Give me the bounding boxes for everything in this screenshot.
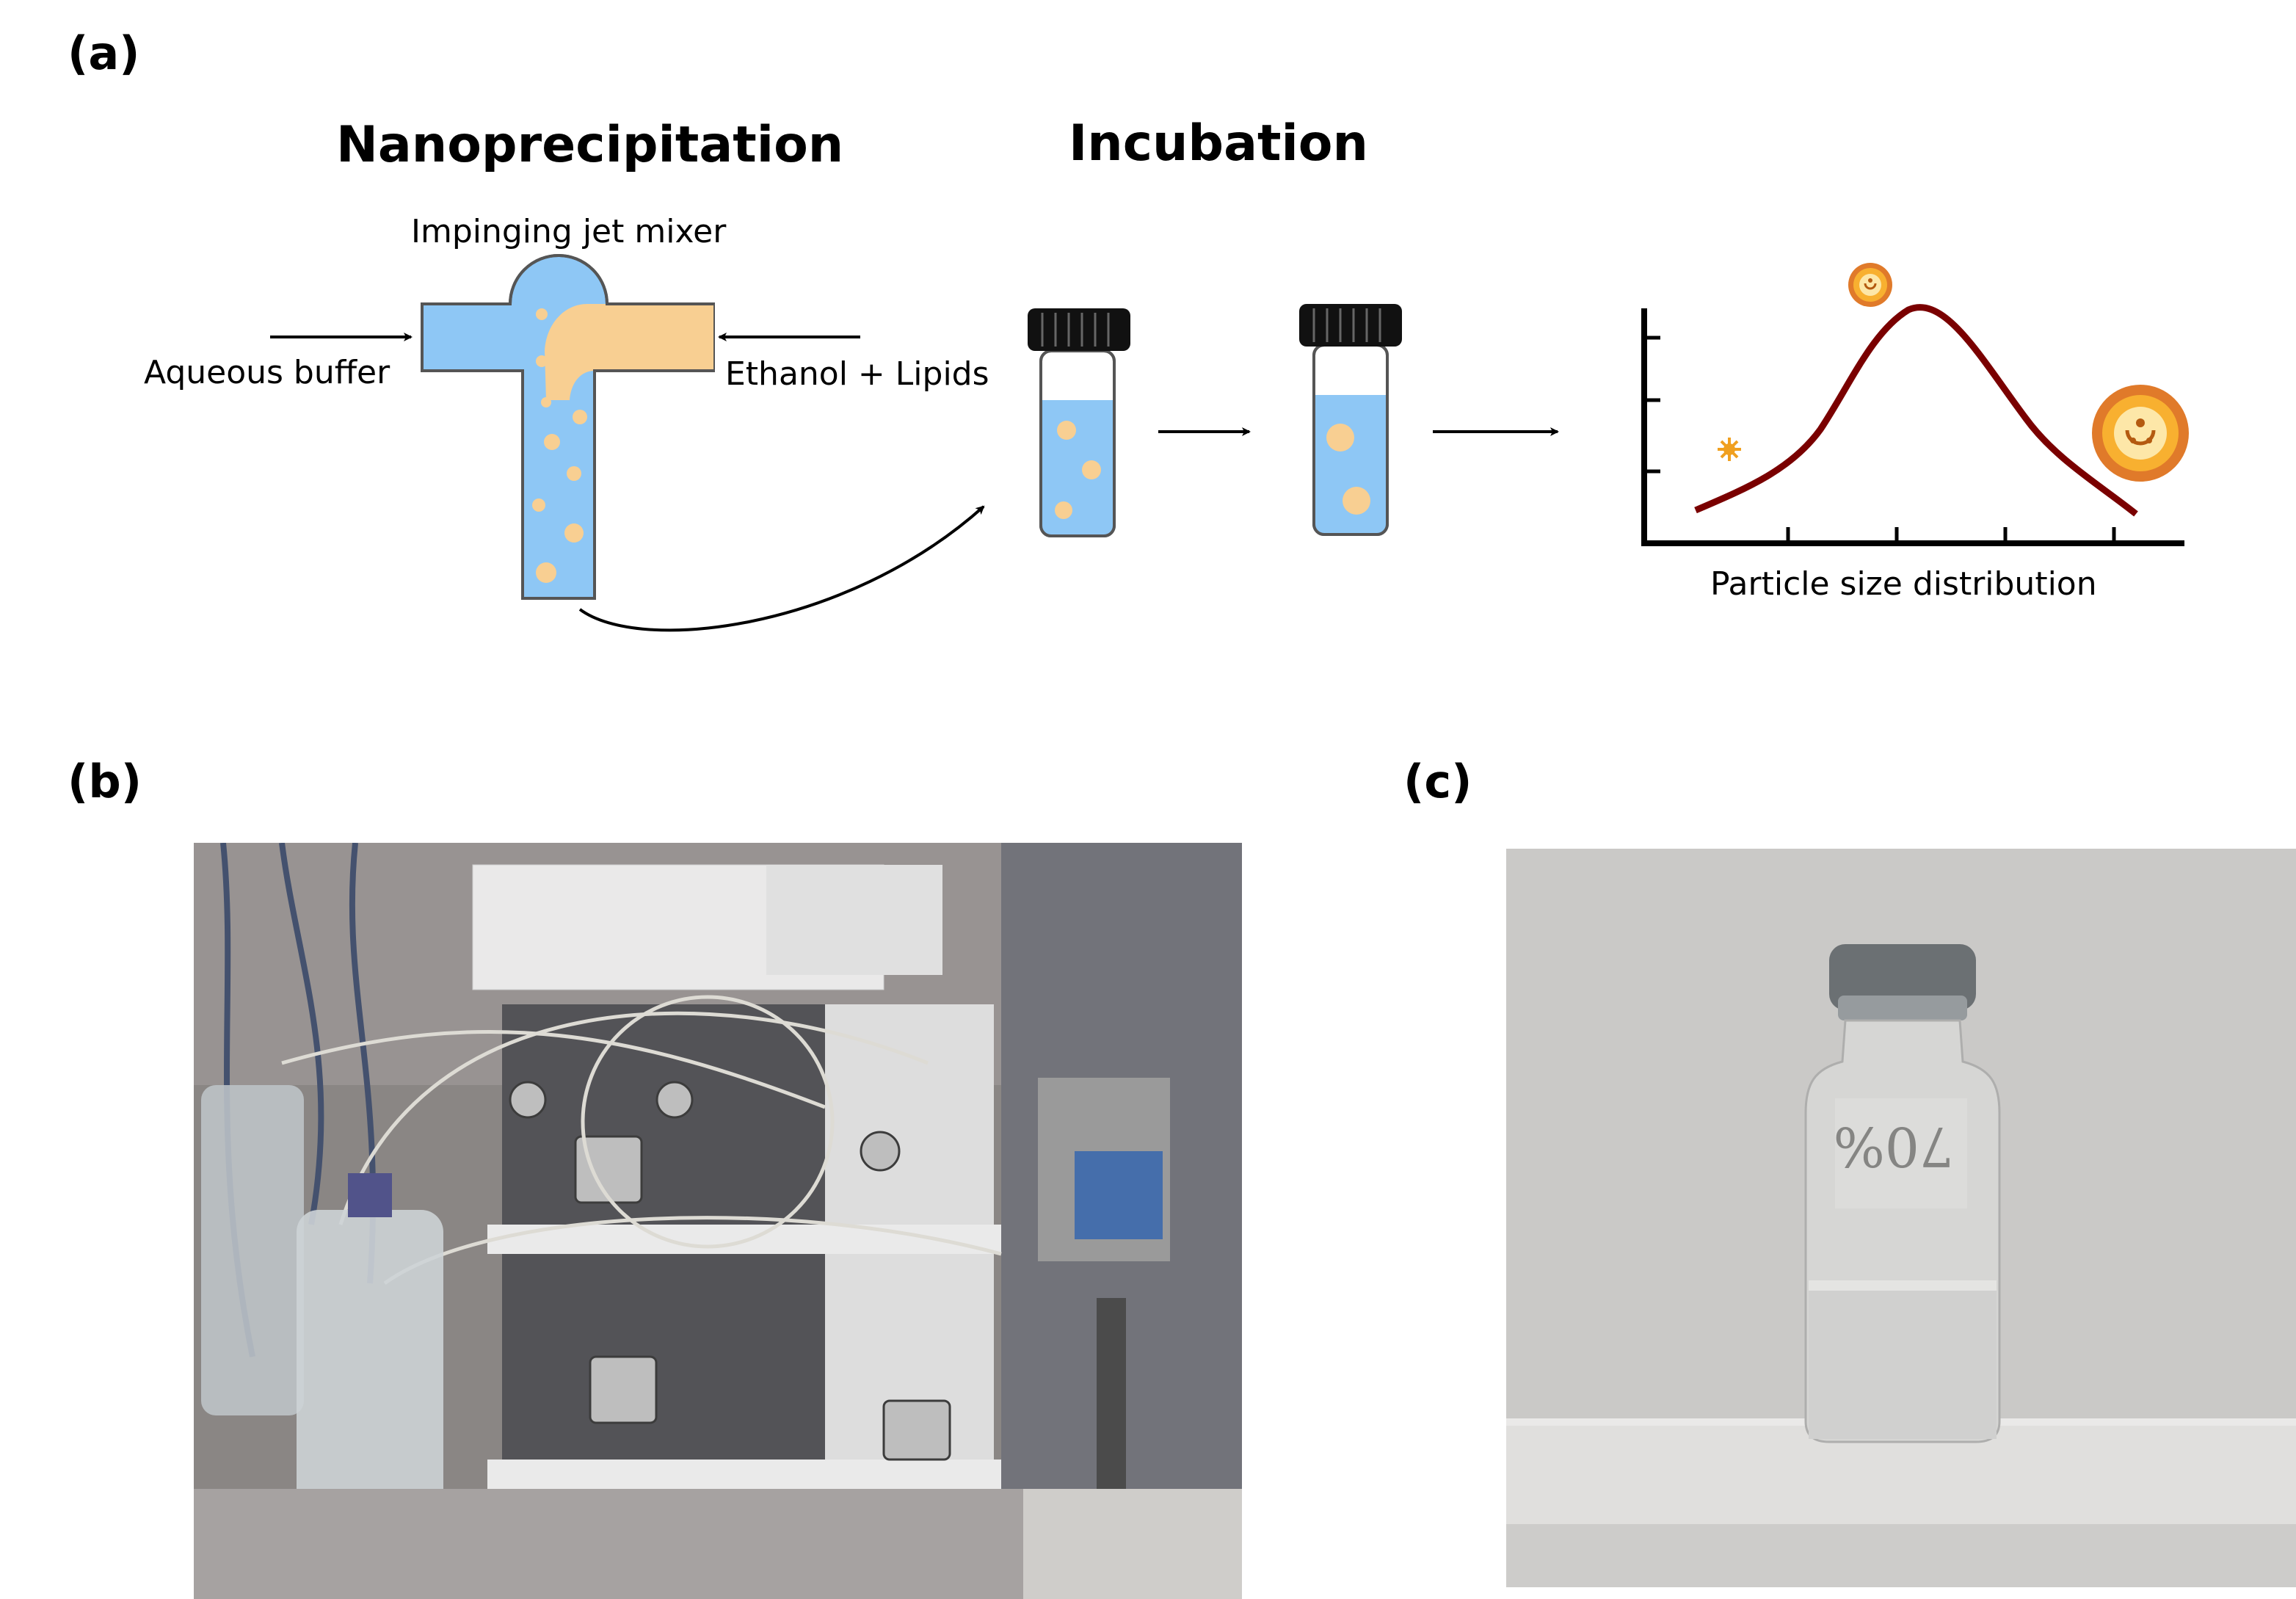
vial-1-cap: [1028, 308, 1130, 351]
mixer-label: Impinging jet mixer: [411, 213, 727, 250]
medium-particle-icon: [1848, 263, 1892, 307]
vial-in-photo: 70%: [1804, 944, 2001, 1443]
lipid-stream: [545, 304, 713, 400]
transfer-arrow: [578, 505, 985, 632]
vial-1: [1028, 308, 1130, 537]
distribution-curve: [1694, 304, 2138, 517]
mixer-particles: [532, 308, 587, 583]
size-distribution-plot: [1641, 263, 2189, 546]
vial-photo: 70%: [1506, 849, 2296, 1587]
scheme-a: [270, 254, 2189, 632]
ethanol-lipids-label: Ethanol + Lipids: [725, 355, 989, 393]
plot-label: Particle size distribution: [1710, 565, 2097, 603]
vial-marking: 70%: [1834, 1114, 1954, 1178]
large-particle-icon: [2092, 385, 2189, 482]
panel-label-c: (c): [1403, 755, 1472, 808]
aqueous-buffer-label: Aqueous buffer: [144, 354, 390, 391]
panel-label-b: (b): [68, 755, 142, 808]
panel-label-a: (a): [68, 26, 140, 80]
hplc-setup-photo: [194, 843, 1242, 1599]
nanoprecipitation-title: Nanoprecipitation: [336, 116, 844, 174]
vial-2: [1299, 304, 1402, 536]
impinging-jet-mixer: [421, 254, 715, 600]
vial-2-cap: [1299, 304, 1402, 347]
incubation-title: Incubation: [1069, 115, 1368, 173]
small-particle-icon: [1718, 438, 1741, 461]
